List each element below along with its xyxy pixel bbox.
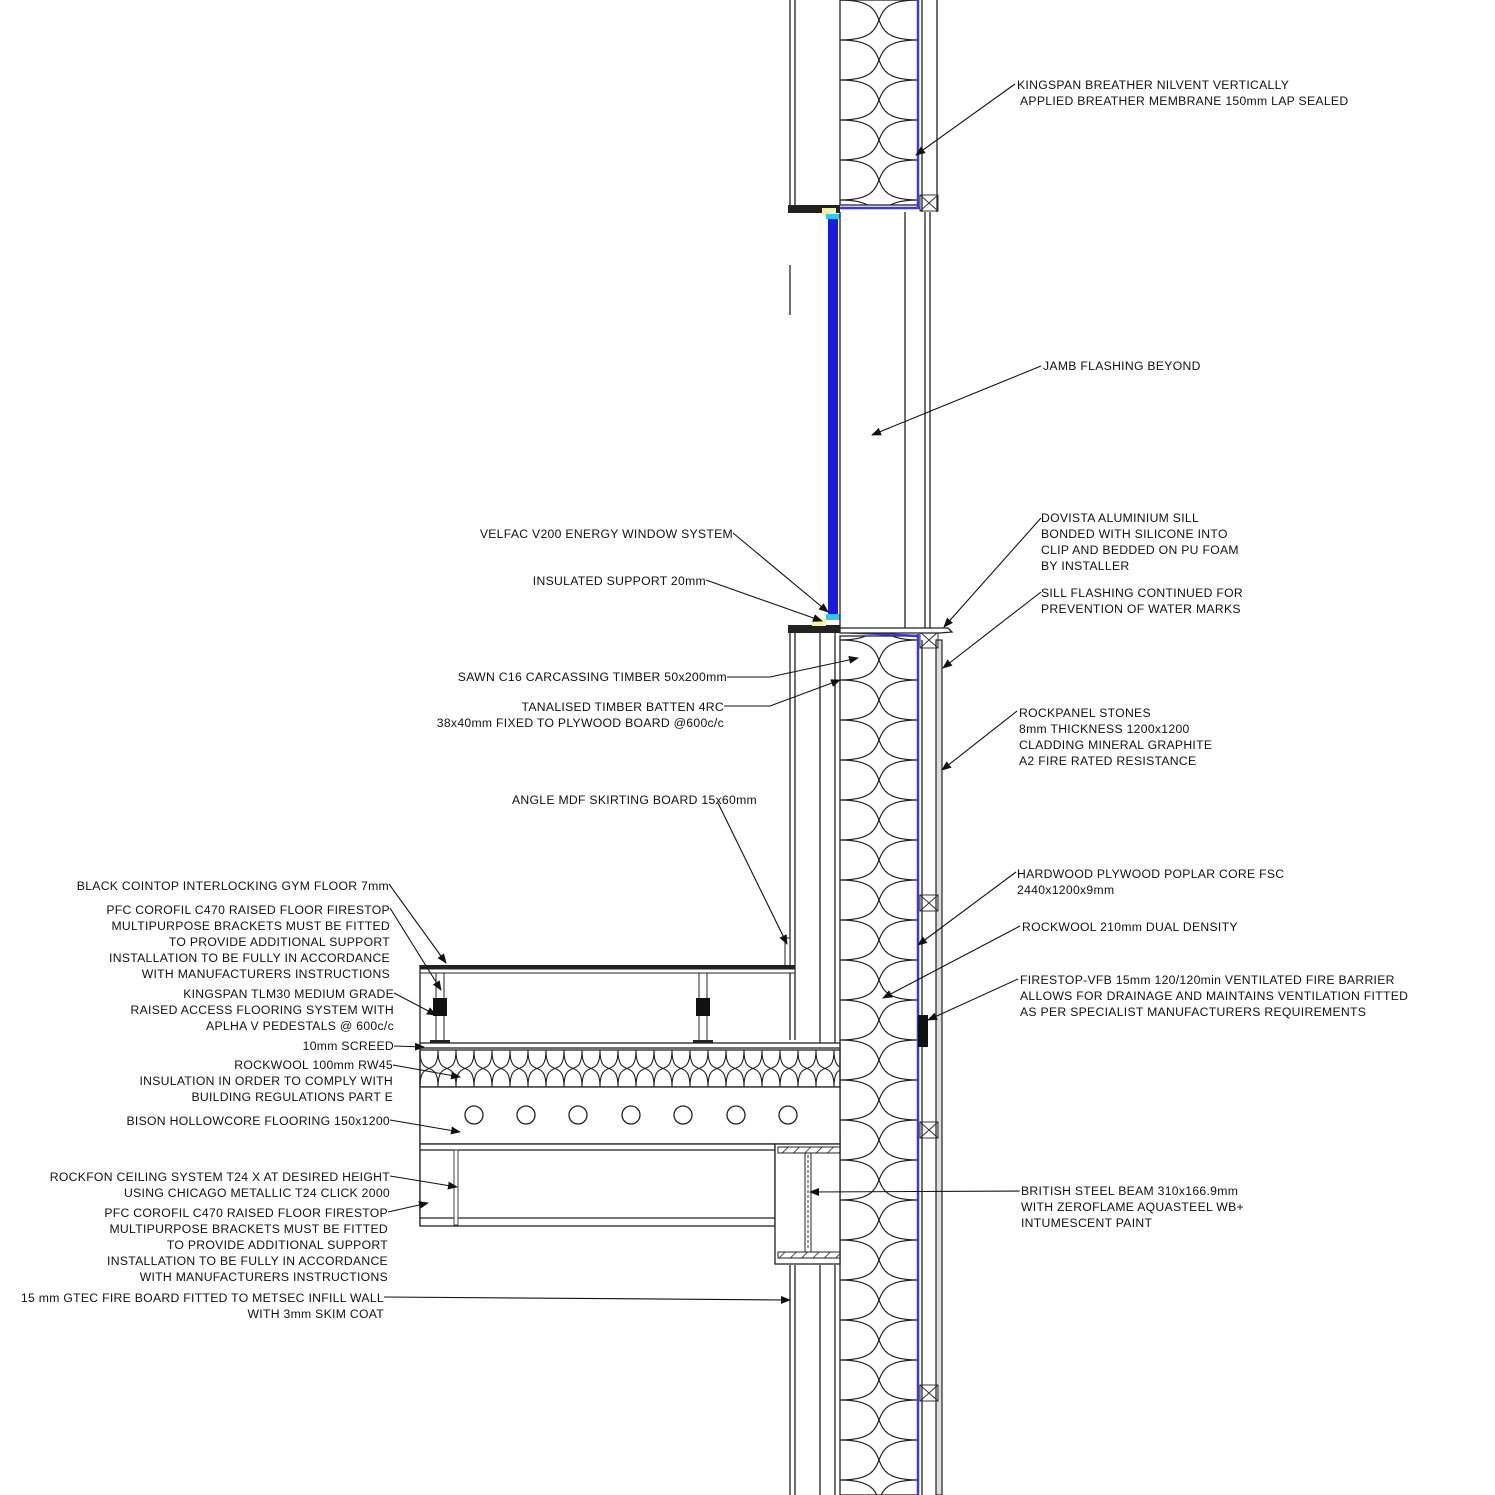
aluminium-sill — [839, 627, 954, 634]
svg-text:HARDWOOD PLYWOOD POPLAR CORE F: HARDWOOD PLYWOOD POPLAR CORE FSC2440x120… — [1017, 867, 1284, 897]
svg-text:ANGLE MDF SKIRTING BOARD 15x60: ANGLE MDF SKIRTING BOARD 15x60mm — [512, 793, 757, 807]
firestop-vfb-barrier — [918, 1015, 928, 1047]
wall-insulation-upper — [839, 0, 919, 206]
pedestal — [430, 972, 450, 1044]
pedestal — [693, 972, 713, 1044]
annotation-gym-floor: BLACK COINTOP INTERLOCKING GYM FLOOR 7mm — [77, 879, 447, 964]
annotation-screed: 10mm SCREED — [303, 1039, 425, 1053]
ceiling-hanger — [453, 1149, 459, 1226]
annotation-sawn-timber: SAWN C16 CARCASSING TIMBER 50x200mm — [458, 655, 859, 684]
annotation-fire-board: 15 mm GTEC FIRE BOARD FITTED TO METSEC I… — [21, 1291, 791, 1321]
svg-text:SAWN C16 CARCASSING TIMBER 50x: SAWN C16 CARCASSING TIMBER 50x200mm — [458, 670, 727, 684]
svg-text:BLACK COINTOP INTERLOCKING GYM: BLACK COINTOP INTERLOCKING GYM FLOOR 7mm — [77, 879, 389, 893]
annotation-velfac-window: VELFAC V200 ENERGY WINDOW SYSTEM — [480, 527, 829, 613]
svg-text:ROCKWOOL 210mm DUAL DENSITY: ROCKWOOL 210mm DUAL DENSITY — [1022, 920, 1238, 934]
annotation-rockfon-ceiling: ROCKFON CEILING SYSTEM T24 X AT DESIRED … — [50, 1170, 458, 1200]
svg-text:BISON HOLLOWCORE FLOORING 150x: BISON HOLLOWCORE FLOORING 150x1200 — [126, 1114, 390, 1128]
annotation-jamb-flashing: JAMB FLASHING BEYOND — [871, 359, 1201, 436]
screed — [419, 1042, 841, 1049]
svg-text:ROCKFON CEILING SYSTEM T24 X A: ROCKFON CEILING SYSTEM T24 X AT DESIRED … — [50, 1170, 390, 1200]
wall-insulation-lower — [839, 635, 919, 1495]
svg-text:JAMB FLASHING BEYOND: JAMB FLASHING BEYOND — [1043, 359, 1201, 373]
rockpanel-cladding — [935, 639, 943, 1495]
floor-insulation — [419, 1049, 841, 1088]
hollowcore-slab — [419, 1086, 841, 1145]
annotation-hollowcore: BISON HOLLOWCORE FLOORING 150x1200 — [126, 1114, 461, 1135]
svg-text:15 mm GTEC FIRE BOARD FITTED T: 15 mm GTEC FIRE BOARD FITTED TO METSEC I… — [21, 1291, 384, 1321]
gym-floor — [420, 965, 795, 969]
annotation-rockwool-wall: ROCKWOOL 210mm DUAL DENSITY — [882, 920, 1238, 999]
svg-text:VELFAC V200 ENERGY WINDOW SYST: VELFAC V200 ENERGY WINDOW SYSTEM — [480, 527, 733, 541]
hollowcore-voids — [464, 1105, 798, 1125]
svg-text:INSULATED SUPPORT 20mm: INSULATED SUPPORT 20mm — [533, 574, 706, 588]
svg-text:PFC COROFIL C470 RAISED FLOOR: PFC COROFIL C470 RAISED FLOOR FIRESTOPMU… — [104, 1206, 388, 1284]
floor-construction — [419, 937, 841, 1265]
svg-text:10mm SCREED: 10mm SCREED — [303, 1039, 394, 1053]
annotation-firestop-vfb: FIRESTOP-VFB 15mm 120/120min VENTILATED … — [927, 973, 1408, 1021]
wall-construction — [789, 0, 943, 1495]
window-glazing — [828, 218, 838, 618]
ceiling-void — [419, 1143, 776, 1227]
svg-text:FIRESTOP-VFB 15mm 120/120min V: FIRESTOP-VFB 15mm 120/120min VENTILATED … — [1020, 973, 1408, 1019]
svg-text:PFC COROFIL C470 RAISED FLOOR: PFC COROFIL C470 RAISED FLOOR FIRESTOPMU… — [106, 903, 390, 981]
annotation-skirting: ANGLE MDF SKIRTING BOARD 15x60mm — [512, 793, 788, 945]
svg-text:KINGSPAN BREATHER NILVENT VERT: KINGSPAN BREATHER NILVENT VERTICALLYAPPL… — [1017, 78, 1348, 108]
window-system — [788, 205, 954, 634]
annotation-insulated-support: INSULATED SUPPORT 20mm — [533, 574, 823, 622]
steel-beam — [774, 1143, 841, 1265]
vent-x-boxes — [919, 194, 939, 1402]
